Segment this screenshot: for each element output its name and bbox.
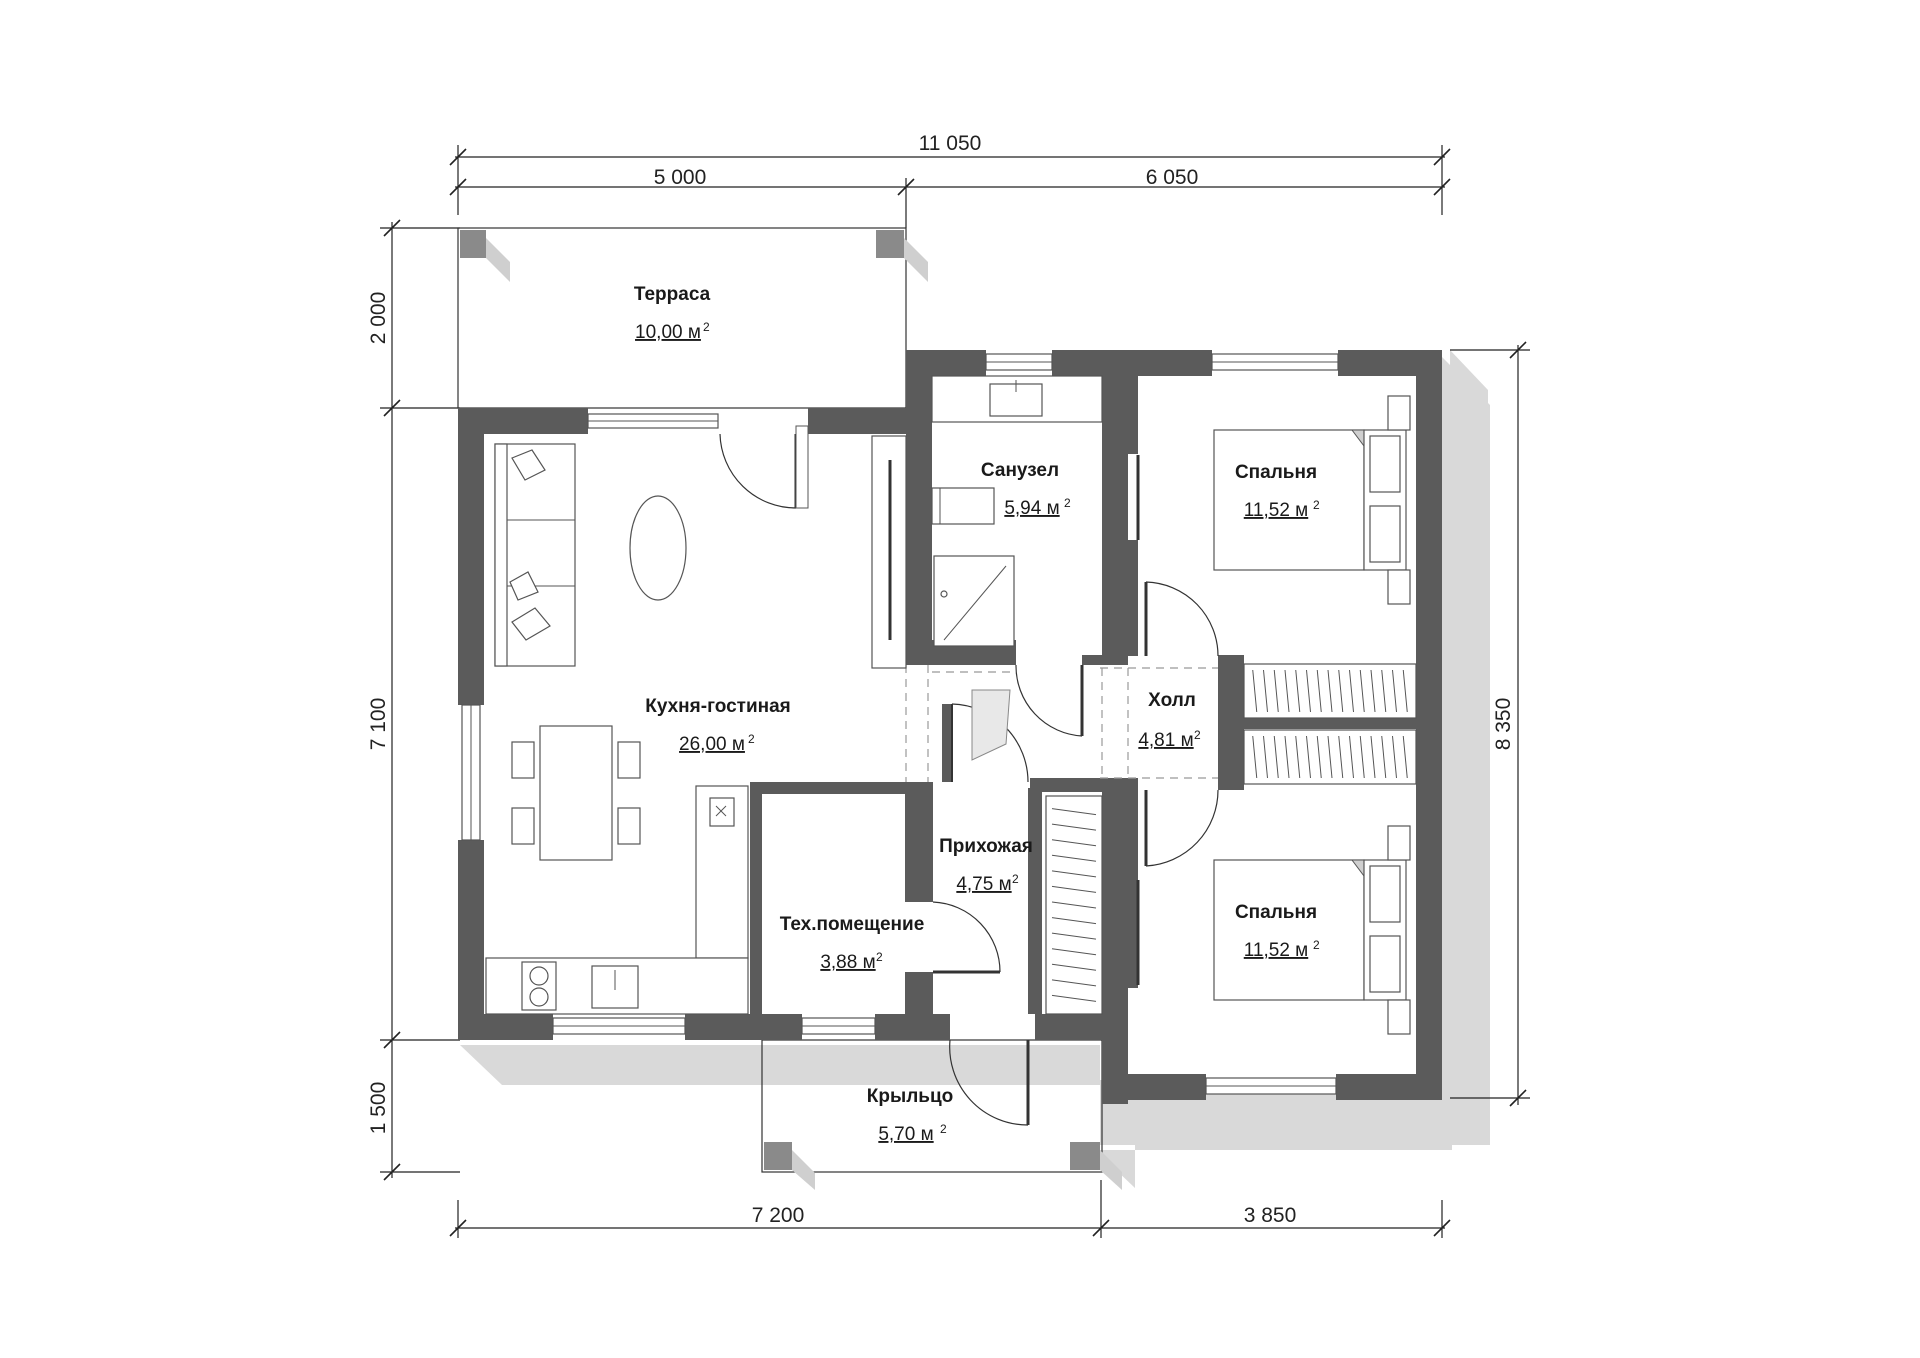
hall-area: 4,81 м [1138, 730, 1193, 751]
dim-top-total: 11 050 [919, 132, 982, 155]
entryway-area: 4,75 м [956, 874, 1011, 895]
wardrobe-hanger [1284, 669, 1290, 713]
entryway-area-power: 2 [1012, 872, 1019, 886]
wardrobe-hanger [1370, 669, 1376, 713]
bathroom-fixtures [931, 375, 1103, 647]
wardrobe-hanger [1051, 808, 1097, 816]
wardrobe-hanger [1316, 669, 1322, 713]
walls [458, 350, 1442, 1104]
wardrobe-hanger [1263, 735, 1268, 779]
dashed-openings [905, 665, 1218, 782]
wardrobe-hanger [1359, 735, 1365, 779]
terrace-area-power: 2 [703, 320, 710, 334]
wardrobe-hanger [1306, 735, 1311, 779]
drop-shadows [460, 350, 1490, 1188]
dim-left-top: 2 000 [367, 292, 390, 345]
bedroom-bottom-name: Спальня [1235, 902, 1317, 923]
hall-name: Холл [1148, 690, 1196, 711]
room-labels: Терраса 10,00 м 2 Санузел 5,94 м 2 Спаль… [634, 284, 1320, 1145]
wardrobe-hanger [1051, 839, 1097, 847]
wardrobe-hanger [1263, 669, 1268, 713]
wardrobe-hanger [1381, 669, 1387, 713]
bedroom-bottom-area-power: 2 [1313, 938, 1320, 952]
wardrobe-hanger [1392, 735, 1397, 779]
bedroom-bottom-area: 11,52 м [1244, 940, 1308, 961]
kitchen-living-area: 26,00 м [679, 734, 745, 755]
wardrobe-hanger [1359, 669, 1365, 713]
bathroom-area: 5,94 м [1004, 498, 1059, 519]
dim-bottom-right: 3 850 [1244, 1204, 1297, 1227]
wardrobe-hanger [1252, 669, 1258, 713]
wardrobe-hanger [1370, 735, 1376, 779]
terrace-area: 10,00 м [635, 322, 701, 343]
porch-area-power: 2 [940, 1122, 947, 1136]
wardrobe-hanger [1295, 669, 1301, 713]
bedroom-top-name: Спальня [1235, 462, 1317, 483]
bathroom-name: Санузел [981, 460, 1059, 481]
windows [461, 353, 1339, 1095]
wardrobe-hanger [1051, 854, 1097, 862]
hall-area-power: 2 [1194, 728, 1201, 742]
porch-name: Крыльцо [867, 1086, 953, 1107]
wardrobe-hanger [1051, 948, 1097, 956]
tech-room-area-power: 2 [876, 950, 883, 964]
wardrobe-hanger [1338, 669, 1344, 713]
wardrobe-hanger [1051, 994, 1097, 1002]
living-furniture [485, 435, 907, 1015]
wardrobe-hanger [1327, 669, 1333, 713]
bedroom-bottom-furniture [1213, 825, 1411, 1035]
wardrobe-hanger [1051, 917, 1097, 925]
wardrobe-hanger [1349, 669, 1354, 713]
wardrobe-hanger [1392, 669, 1397, 713]
dim-top-left: 5 000 [654, 166, 707, 189]
porch-outline [761, 1039, 1122, 1190]
bedroom-top-furniture [1213, 395, 1411, 605]
terrace-outline [457, 227, 928, 409]
wardrobe-hanger [1295, 735, 1301, 779]
wardrobe-hanger [1051, 963, 1097, 971]
kitchen-living-name: Кухня-гостиная [645, 696, 791, 717]
wardrobe-hanger [1349, 735, 1354, 779]
terrace-name: Терраса [634, 284, 711, 305]
wardrobe-hanger [1273, 735, 1279, 779]
wardrobe-hanger [1051, 979, 1097, 987]
bedroom-top-area: 11,52 м [1244, 500, 1308, 521]
wardrobe-hanger [1402, 735, 1408, 779]
wardrobe-hanger [1338, 735, 1344, 779]
entry-mat [971, 689, 1011, 761]
wardrobe-hanger [1327, 735, 1333, 779]
bathroom-area-power: 2 [1064, 496, 1071, 510]
wardrobe-hanger [1051, 932, 1097, 940]
tech-room-name: Тех.помещение [780, 914, 925, 935]
wardrobe-hanger [1252, 735, 1258, 779]
dim-left-middle: 7 100 [367, 698, 390, 751]
wardrobe-hanger [1316, 735, 1322, 779]
porch-area: 5,70 м [878, 1124, 933, 1145]
wardrobe-hanger [1381, 735, 1387, 779]
bedroom-top-area-power: 2 [1313, 498, 1320, 512]
wardrobe-hanger [1284, 735, 1290, 779]
kitchen-living-area-power: 2 [748, 732, 755, 746]
dim-bottom-left: 7 200 [752, 1204, 805, 1227]
dim-top-right: 6 050 [1146, 166, 1199, 189]
wardrobes [1045, 663, 1417, 1015]
wardrobe-hanger [1306, 669, 1311, 713]
dimension-lines [380, 145, 1530, 1238]
wardrobe-hanger [1051, 885, 1097, 893]
entryway-name: Прихожая [939, 836, 1033, 857]
wardrobe-hanger [1273, 669, 1279, 713]
dim-left-bottom: 1 500 [367, 1082, 390, 1135]
dim-right: 8 350 [1492, 698, 1515, 751]
wardrobe-hanger [1051, 870, 1097, 878]
tech-room-area: 3,88 м [820, 952, 875, 973]
wardrobe-hanger [1402, 669, 1408, 713]
wardrobe-hanger [1051, 901, 1097, 909]
wardrobe-hanger [1051, 823, 1097, 831]
